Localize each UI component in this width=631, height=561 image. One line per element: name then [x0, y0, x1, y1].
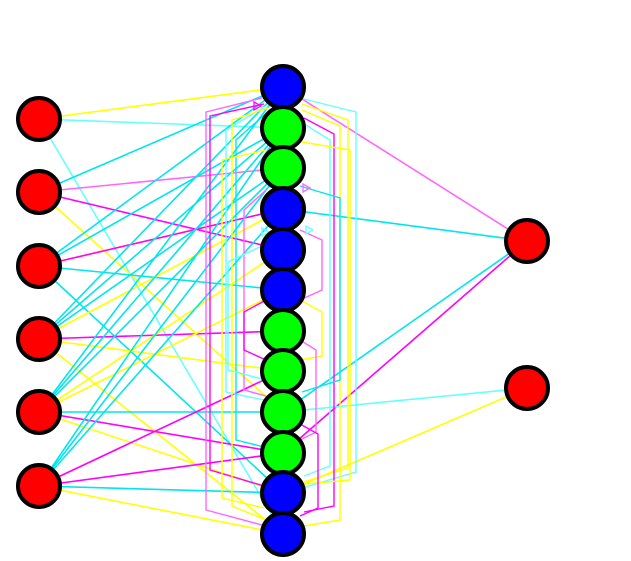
- edge-recurrent-loop: [231, 107, 269, 521]
- edge-input-hidden: [38, 118, 284, 129]
- edge-input-hidden: [38, 167, 284, 340]
- edge-input-hidden: [38, 86, 284, 413]
- output-node: [504, 365, 550, 411]
- edge-input-hidden: [38, 208, 284, 267]
- edge-recurrent-loop: [299, 229, 323, 301]
- input-node: [16, 316, 62, 362]
- hidden-node: [260, 64, 306, 110]
- hidden-node: [260, 186, 306, 232]
- edge-hidden-output: [282, 208, 528, 242]
- hidden-node: [260, 511, 306, 557]
- hidden-node: [260, 430, 306, 476]
- edge-recurrent-loop: [303, 123, 331, 477]
- edge-recurrent-loop: [299, 423, 319, 517]
- hidden-node: [260, 105, 306, 151]
- edge-input-hidden: [38, 167, 284, 193]
- edge-recurrent-loop: [235, 109, 271, 449]
- edge-input-hidden: [38, 127, 284, 340]
- edge-recurrent-loop: [299, 97, 357, 489]
- edge-input-hidden: [38, 127, 284, 413]
- edge-hidden-output: [282, 240, 528, 454]
- edge-hidden-output: [282, 240, 528, 413]
- edge-input-hidden: [38, 167, 284, 487]
- edge-input-hidden: [38, 265, 284, 291]
- edge-recurrent-loop: [221, 149, 267, 509]
- edge-input-hidden: [38, 411, 284, 454]
- hidden-node: [260, 267, 306, 313]
- input-node: [16, 169, 62, 215]
- hidden-node: [260, 389, 306, 435]
- edge-recurrent-loop: [227, 243, 267, 381]
- input-node: [16, 389, 62, 435]
- edge-input-hidden: [38, 86, 284, 120]
- edge-input-hidden: [38, 452, 284, 487]
- edge-input-hidden: [38, 191, 284, 251]
- edge-input-hidden: [38, 191, 284, 413]
- edge-recurrent-loop: [225, 105, 267, 401]
- edge-arrowhead: [302, 182, 312, 194]
- edge-input-hidden: [38, 338, 284, 372]
- edge-arrowhead: [261, 226, 271, 238]
- edge-input-hidden: [38, 86, 284, 340]
- edge-input-hidden: [38, 127, 284, 267]
- edge-input-hidden: [38, 289, 284, 413]
- edge-input-hidden: [38, 330, 284, 340]
- edge-input-hidden: [38, 86, 284, 193]
- hidden-node: [260, 145, 306, 191]
- edge-recurrent-loop: [205, 97, 263, 526]
- edge-input-hidden: [38, 208, 284, 340]
- edge-input-hidden: [38, 127, 284, 487]
- edge-recurrent-loop: [301, 103, 349, 483]
- input-node: [16, 463, 62, 509]
- edge-recurrent-loop: [209, 103, 265, 487]
- edge-arrowhead: [253, 100, 263, 112]
- hidden-node: [260, 470, 306, 516]
- edge-input-hidden: [38, 485, 284, 535]
- edge-input-hidden: [38, 249, 284, 413]
- output-node: [504, 218, 550, 264]
- edge-recurrent-loop: [299, 339, 317, 441]
- hidden-node: [260, 348, 306, 394]
- hidden-node: [260, 308, 306, 354]
- edge-recurrent-loop: [303, 117, 335, 513]
- edge-hidden-output: [282, 86, 528, 242]
- input-node: [16, 96, 62, 142]
- edge-recurrent-loop: [243, 189, 267, 397]
- edge-input-hidden: [38, 370, 284, 487]
- edge-hidden-output: [282, 387, 528, 413]
- edge-recurrent-loop: [299, 299, 323, 361]
- edge-input-hidden: [38, 167, 284, 413]
- hidden-node: [260, 227, 306, 273]
- edge-recurrent-loop: [299, 185, 341, 393]
- edge-recurrent-loop: [243, 299, 267, 361]
- edge-arrowhead: [305, 224, 315, 236]
- edge-input-hidden: [38, 485, 284, 494]
- input-node: [16, 243, 62, 289]
- node-layer: [16, 64, 550, 557]
- edge-recurrent-loop: [301, 141, 351, 485]
- edge-layer: [38, 86, 528, 535]
